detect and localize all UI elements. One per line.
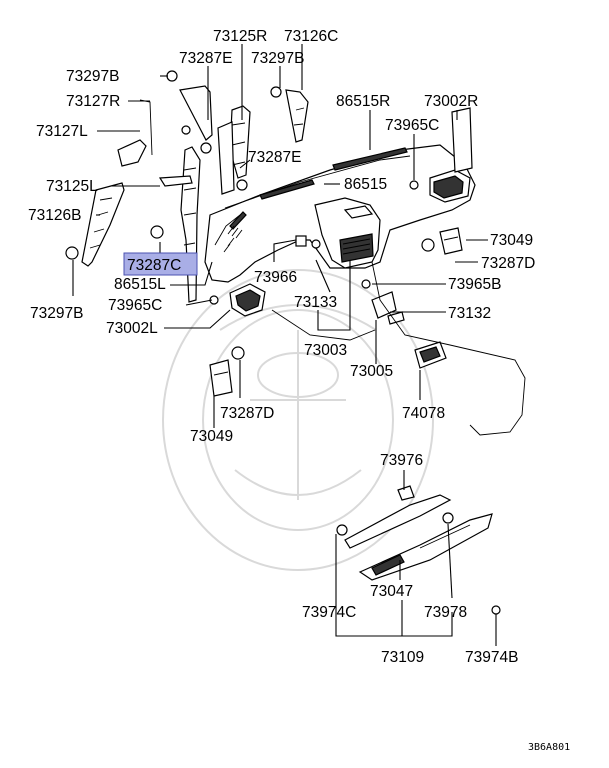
- callout-73002R[interactable]: 73002R: [424, 93, 478, 110]
- callout-73974B[interactable]: 73974B: [465, 649, 518, 666]
- callout-73297B-left[interactable]: 73297B: [30, 305, 83, 322]
- callout-73109[interactable]: 73109: [381, 649, 424, 666]
- callout-73965B[interactable]: 73965B: [448, 276, 501, 293]
- callout-73297B-top[interactable]: 73297B: [66, 68, 119, 85]
- leader-lines: [72, 44, 497, 646]
- callout-73974C[interactable]: 73974C: [302, 604, 356, 621]
- callout-73978[interactable]: 73978: [424, 604, 467, 621]
- callout-73125R[interactable]: 73125R: [213, 28, 267, 45]
- highlight-box-73287C: [123, 252, 198, 276]
- callout-73133[interactable]: 73133: [294, 294, 337, 311]
- diagram-code: 3B6A801: [528, 742, 570, 753]
- callout-73287D-lower[interactable]: 73287D: [220, 405, 274, 422]
- callout-73287E-top[interactable]: 73287E: [179, 50, 232, 67]
- fasteners: [65, 70, 435, 360]
- callout-73005[interactable]: 73005: [350, 363, 393, 380]
- callout-73297B-right[interactable]: 73297B: [251, 50, 304, 67]
- callout-73126C[interactable]: 73126C: [284, 28, 338, 45]
- callout-73287E-mid[interactable]: 73287E: [248, 149, 301, 166]
- callout-86515[interactable]: 86515: [344, 176, 387, 193]
- right-bracket: [439, 227, 463, 255]
- center-vent-cluster: [314, 197, 381, 269]
- callout-labels: 73125R 73126C 73297B 73287E 73297B 73127…: [28, 28, 570, 753]
- callout-86515L[interactable]: 86515L: [114, 276, 166, 293]
- left-vent: [229, 283, 266, 317]
- callout-73049-right[interactable]: 73049: [490, 232, 533, 249]
- callout-73287C[interactable]: 73287C: [127, 257, 181, 274]
- callout-73047[interactable]: 73047: [370, 583, 413, 600]
- callout-73132[interactable]: 73132: [448, 305, 491, 322]
- callout-74078[interactable]: 74078: [402, 405, 445, 422]
- callout-73966[interactable]: 73966: [254, 269, 297, 286]
- callout-73287D-right[interactable]: 73287D: [481, 255, 535, 272]
- callout-73965C-left[interactable]: 73965C: [108, 297, 162, 314]
- callout-86515R[interactable]: 86515R: [336, 93, 390, 110]
- lower-trim-group: [336, 485, 501, 615]
- callout-73003[interactable]: 73003: [304, 342, 347, 359]
- right-vent: [429, 107, 473, 203]
- callout-73127L[interactable]: 73127L: [36, 123, 88, 140]
- callout-73976[interactable]: 73976: [380, 452, 423, 469]
- watermark-emblem: [162, 269, 434, 571]
- callout-73125L[interactable]: 73125L: [46, 178, 98, 195]
- callout-73127R[interactable]: 73127R: [66, 93, 120, 110]
- callout-73002L[interactable]: 73002L: [106, 320, 158, 337]
- callout-73049-lower[interactable]: 73049: [190, 428, 233, 445]
- lower-left-bracket: [209, 359, 233, 397]
- callout-73965C-top[interactable]: 73965C: [385, 117, 439, 134]
- callout-73126B[interactable]: 73126B: [28, 207, 81, 224]
